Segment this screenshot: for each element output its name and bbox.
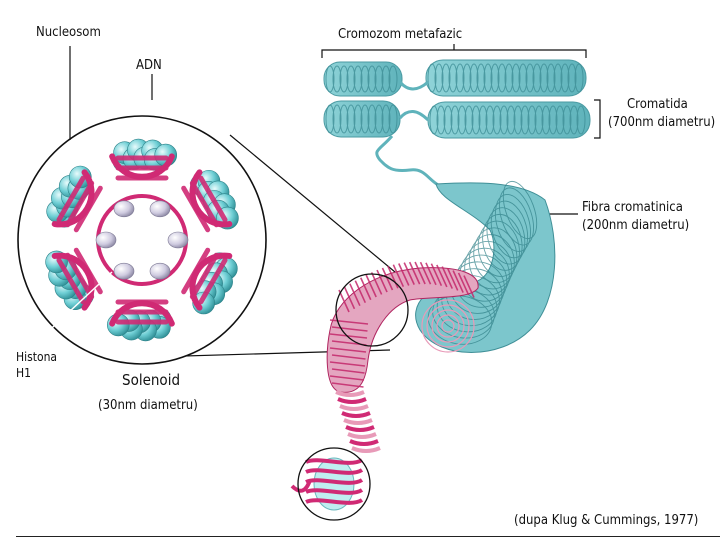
chromatin-fiber [416,177,555,352]
nucleosome-label: Nucleosom [36,25,101,40]
metaphase-chromosome [324,60,590,186]
metaphase-bracket [322,44,586,58]
chromatid-label: Cromatida [627,97,688,112]
chromatid-bracket [594,100,600,138]
solenoid-label: Solenoid [122,372,180,389]
chromatin-fiber-label: Fibra cromatinica [582,200,683,215]
chromatid-diameter-label: (700nm diametru) [608,115,715,130]
metaphase-chromosome-label: Cromozom metafazic [338,27,462,42]
chromatin-fiber-diameter-label: (200nm diametru) [582,218,689,233]
solenoid-magnified-view [18,116,266,364]
bottom-rule [16,536,720,537]
source-credit: (dupa Klug & Cummings, 1977) [514,513,698,528]
histone-h1-label-line2: H1 [16,366,31,381]
histone-h1-label-line1: Histona [16,350,57,365]
solenoid-diameter-label: (30nm diametru) [98,398,198,413]
dna-label: ADN [136,58,162,73]
